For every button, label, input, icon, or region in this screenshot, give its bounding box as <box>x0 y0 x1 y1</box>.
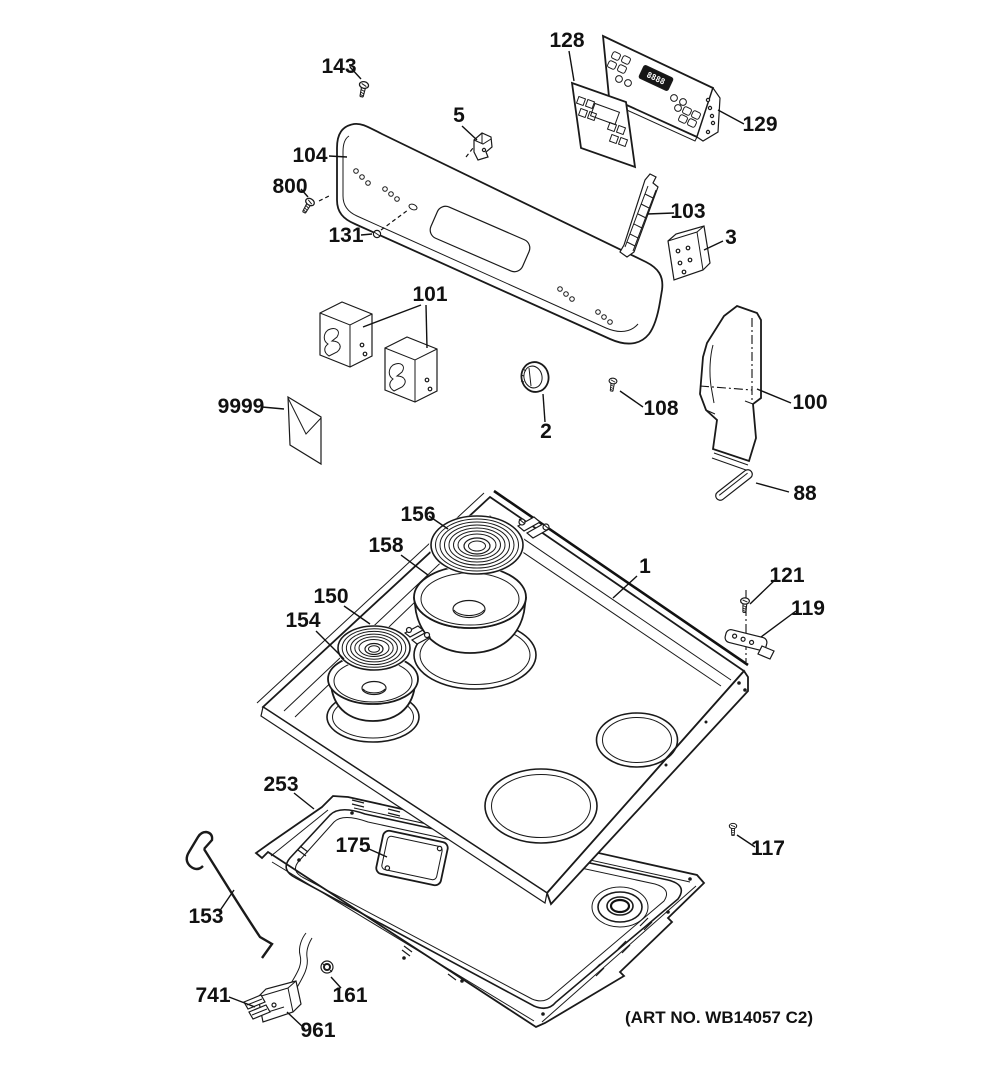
part-128-overlay <box>570 81 637 169</box>
label-129: 129 <box>742 113 777 136</box>
part-175-cover-plate <box>375 829 449 887</box>
panel-knob-holes <box>353 168 613 325</box>
label-158: 158 <box>368 534 403 557</box>
label-131: 131 <box>328 224 363 247</box>
part-101-bracket-b <box>384 336 438 403</box>
label-741: 741 <box>195 984 230 1007</box>
part-156-coil-element-large <box>429 515 551 575</box>
label-1: 1 <box>639 555 651 578</box>
label-153: 153 <box>188 905 223 928</box>
label-101: 101 <box>412 283 447 306</box>
part-158-drip-bowl-large <box>413 565 527 654</box>
label-128: 128 <box>549 29 584 52</box>
label-961: 961 <box>300 1019 335 1042</box>
coil-terminal-large <box>516 516 551 539</box>
part-161-nut <box>320 960 334 974</box>
part-100-side-trim <box>699 304 762 471</box>
label-800: 800 <box>272 175 307 198</box>
screw-131-icon <box>372 229 382 239</box>
label-9999: 9999 <box>218 395 265 418</box>
label-119: 119 <box>791 597 825 620</box>
leader-lines <box>218 50 797 1030</box>
board-display: 8888 <box>638 65 674 91</box>
part-5-clip <box>473 132 493 161</box>
label-156: 156 <box>400 503 435 526</box>
label-103: 103 <box>670 200 705 223</box>
label-161: 161 <box>332 984 367 1007</box>
part-129-control-board: 8888 <box>601 34 721 142</box>
part-119-bracket <box>724 629 775 660</box>
part-103-bracket-support <box>619 173 659 258</box>
label-108: 108 <box>643 397 678 420</box>
label-253: 253 <box>263 773 298 796</box>
label-150: 150 <box>313 585 348 608</box>
part-153-wire-rod <box>185 830 274 959</box>
label-121: 121 <box>769 564 804 587</box>
part-101-bracket-a <box>319 301 373 368</box>
part-1-maintop <box>256 489 749 906</box>
label-104: 104 <box>292 144 327 167</box>
label-100: 100 <box>792 391 827 414</box>
part-3-switch <box>667 225 711 281</box>
label-143: 143 <box>321 55 356 78</box>
coil-terminal-small <box>403 625 432 645</box>
label-88: 88 <box>793 482 817 505</box>
part-2-knob <box>520 361 550 393</box>
label-175: 175 <box>335 834 370 857</box>
label-5: 5 <box>453 104 465 127</box>
label-3: 3 <box>725 226 737 249</box>
subtop-vent-hole <box>591 886 649 928</box>
art-number-text: (ART NO. WB14057 C2) <box>625 1008 813 1027</box>
part-104-control-panel <box>336 122 664 345</box>
part-labels: 143 128 129 5 104 800 131 103 3 101 9999… <box>188 29 827 1042</box>
part-9999-literature-envelope <box>287 395 322 466</box>
board-buttons <box>607 51 701 128</box>
label-2: 2 <box>540 420 552 443</box>
part-150-coil-element-small <box>336 625 432 671</box>
part-88-strip <box>715 469 753 501</box>
label-117: 117 <box>751 837 785 860</box>
label-154: 154 <box>285 609 320 632</box>
